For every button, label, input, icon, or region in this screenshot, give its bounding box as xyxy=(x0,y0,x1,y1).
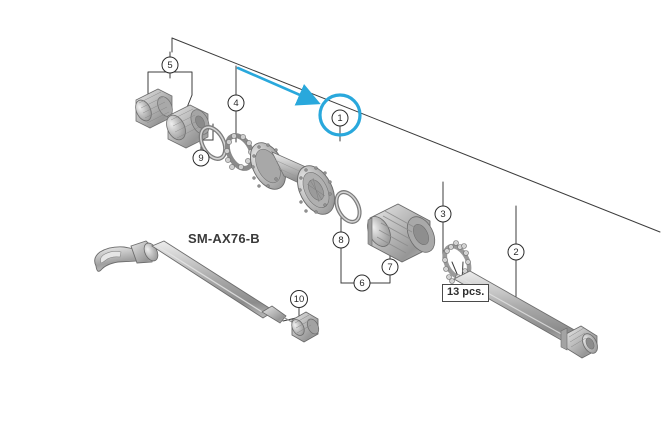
model-number-label: SM-AX76-B xyxy=(188,231,260,246)
callout-10-label: 10 xyxy=(294,294,305,305)
highlight-annotation xyxy=(236,66,362,137)
callout-2[interactable]: 2 xyxy=(507,243,525,261)
part-freehub-body xyxy=(367,203,436,263)
leader-main-spine xyxy=(171,37,661,233)
callout-bubbles: 1 2 3 4 5 6 7 xyxy=(161,56,525,308)
highlight-ring xyxy=(318,93,362,137)
callout-9[interactable]: 9 xyxy=(192,149,210,167)
callout-5[interactable]: 5 xyxy=(161,56,179,74)
callout-3[interactable]: 3 xyxy=(434,205,452,223)
part-end-nut xyxy=(291,311,320,343)
part-quick-release-skewer xyxy=(94,240,293,324)
callout-7-label: 7 xyxy=(387,262,392,273)
part-cone-left xyxy=(166,104,210,149)
callout-1[interactable]: 1 xyxy=(331,109,349,127)
callout-7[interactable]: 7 xyxy=(381,258,399,276)
callout-10[interactable]: 10 xyxy=(290,290,308,308)
callout-6[interactable]: 6 xyxy=(353,274,371,292)
callout-8-label: 8 xyxy=(338,235,343,246)
part-oring-left xyxy=(198,125,228,161)
callout-8[interactable]: 8 xyxy=(332,231,350,249)
highlight-arrow xyxy=(236,66,321,106)
callout-4-label: 4 xyxy=(233,98,238,109)
part-oring-right xyxy=(334,190,362,224)
callout-6-label: 6 xyxy=(359,278,364,289)
part-locknut-outer xyxy=(135,88,173,129)
callout-4[interactable]: 4 xyxy=(227,94,245,112)
callout-1-label: 1 xyxy=(337,113,342,124)
part-hub-shell xyxy=(250,142,335,215)
leader-lines xyxy=(147,37,661,322)
callout-5-label: 5 xyxy=(167,60,172,71)
quantity-note-box: 13 pcs. xyxy=(442,284,490,302)
leader-6-bracket xyxy=(340,247,391,284)
callout-2-label: 2 xyxy=(513,247,518,258)
callout-9-label: 9 xyxy=(198,153,203,164)
callout-3-label: 3 xyxy=(440,209,445,220)
